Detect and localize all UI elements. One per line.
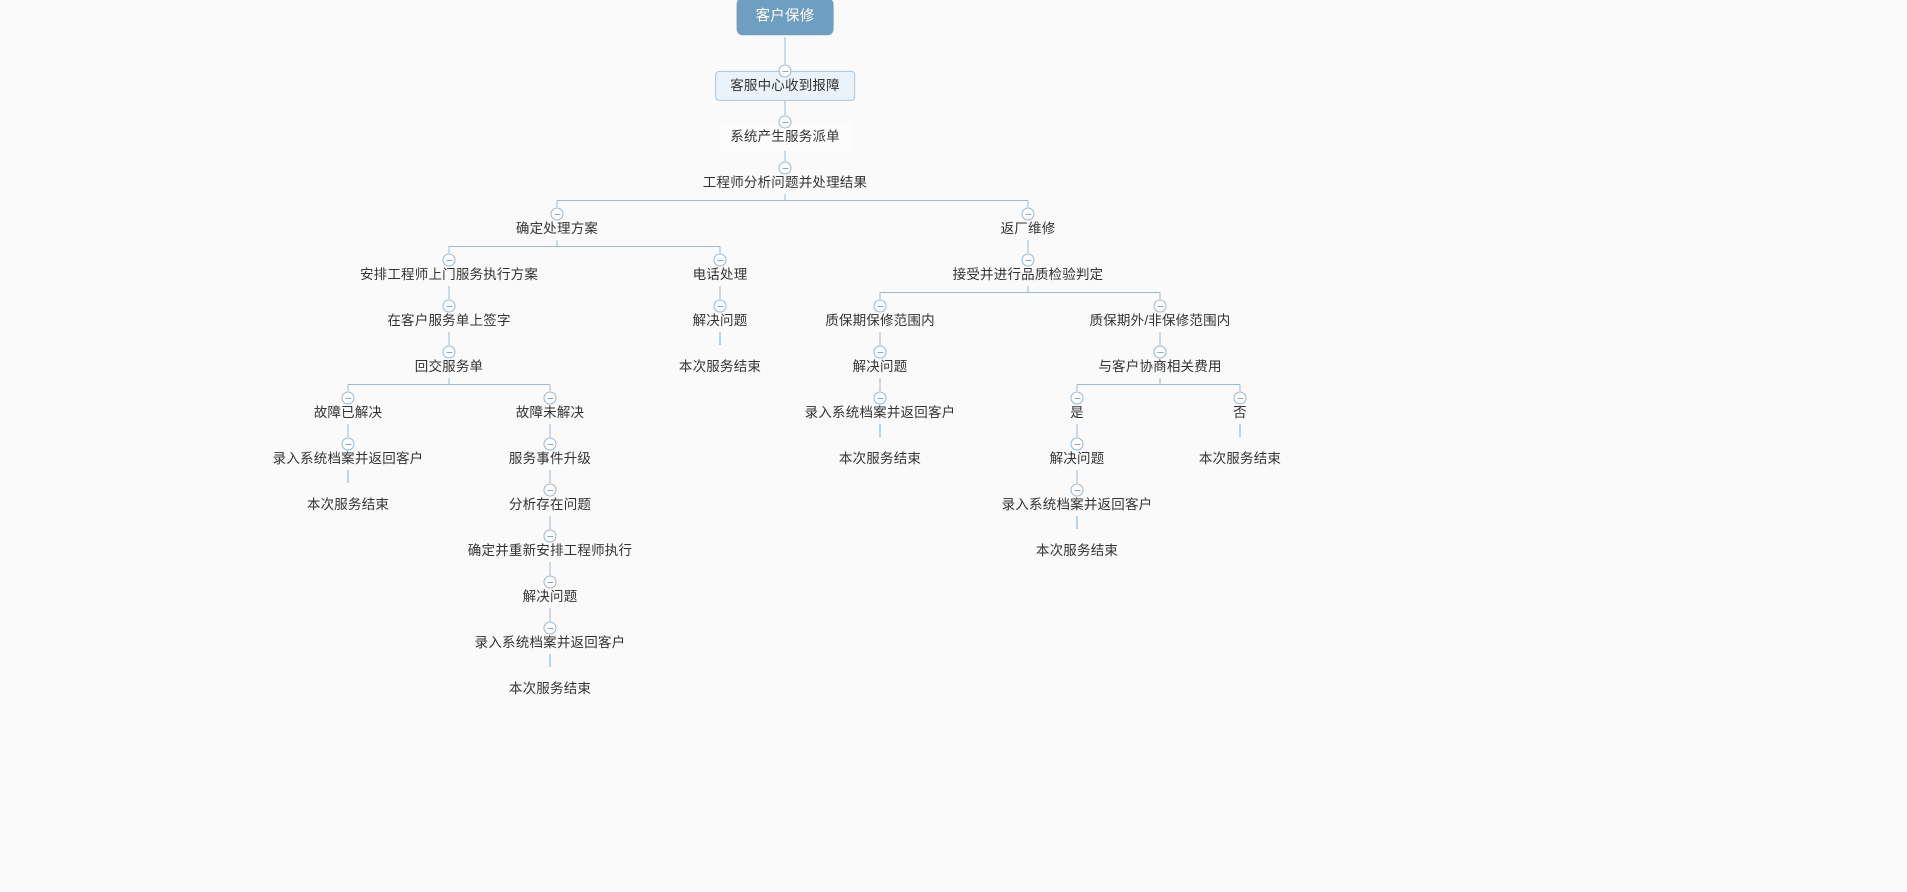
collapse-minus-icon[interactable] (778, 161, 792, 175)
tree-node[interactable]: 回交服务单 (414, 358, 484, 374)
tree-node[interactable]: 本次服务结束 (1035, 542, 1119, 558)
tree-node[interactable]: 分析存在问题 (508, 496, 592, 512)
tree-node[interactable]: 确定并重新安排工程师执行 (467, 542, 633, 558)
tree-node[interactable]: 在客户服务单上签字 (387, 312, 511, 328)
collapse-minus-icon[interactable] (1021, 207, 1035, 221)
tree-node[interactable]: 解决问题 (852, 358, 908, 374)
tree-node[interactable]: 安排工程师上门服务执行方案 (359, 266, 539, 282)
collapse-minus-icon[interactable] (543, 483, 557, 497)
tree-node[interactable]: 故障已解决 (313, 404, 383, 420)
collapse-minus-icon[interactable] (778, 64, 792, 78)
tree-node[interactable]: 本次服务结束 (508, 680, 592, 696)
collapse-minus-icon[interactable] (341, 437, 355, 451)
collapse-minus-icon[interactable] (1021, 253, 1035, 267)
collapse-minus-icon[interactable] (543, 391, 557, 405)
tree-node[interactable]: 质保期外/非保修范围内 (1089, 312, 1231, 328)
collapse-minus-icon[interactable] (778, 115, 792, 129)
collapse-minus-icon[interactable] (1153, 345, 1167, 359)
tree-node[interactable]: 录入系统档案并返回客户 (272, 450, 424, 466)
collapse-minus-icon[interactable] (442, 253, 456, 267)
tree-node[interactable]: 录入系统档案并返回客户 (474, 634, 626, 650)
collapse-minus-icon[interactable] (543, 575, 557, 589)
collapse-minus-icon[interactable] (873, 391, 887, 405)
collapse-minus-icon[interactable] (1233, 391, 1247, 405)
tree-node[interactable]: 接受并进行品质检验判定 (952, 266, 1104, 282)
tree-node[interactable]: 录入系统档案并返回客户 (1001, 496, 1153, 512)
tree-node[interactable]: 是 (1070, 404, 1084, 420)
tree-node[interactable]: 质保期保修范围内 (825, 312, 935, 328)
collapse-minus-icon[interactable] (1070, 437, 1084, 451)
root-node[interactable]: 客户保修 (736, 0, 834, 36)
tree-node[interactable]: 解决问题 (522, 588, 578, 604)
tree-node[interactable]: 解决问题 (692, 312, 748, 328)
collapse-minus-icon[interactable] (543, 529, 557, 543)
collapse-minus-icon[interactable] (442, 345, 456, 359)
collapse-minus-icon[interactable] (1070, 483, 1084, 497)
tree-node[interactable]: 解决问题 (1049, 450, 1105, 466)
tree-node[interactable]: 服务事件升级 (508, 450, 592, 466)
tree-node[interactable]: 否 (1233, 404, 1247, 420)
collapse-minus-icon[interactable] (543, 437, 557, 451)
tree-node[interactable]: 本次服务结束 (838, 450, 922, 466)
collapse-minus-icon[interactable] (1070, 391, 1084, 405)
collapse-minus-icon[interactable] (543, 621, 557, 635)
collapse-minus-icon[interactable] (550, 207, 564, 221)
collapse-minus-icon[interactable] (1153, 299, 1167, 313)
tree-node[interactable]: 录入系统档案并返回客户 (804, 404, 956, 420)
collapse-minus-icon[interactable] (713, 299, 727, 313)
tree-node[interactable]: 与客户协商相关费用 (1098, 358, 1222, 374)
tree-node[interactable]: 故障未解决 (515, 404, 585, 420)
tree-node[interactable]: 电话处理 (692, 266, 748, 282)
collapse-minus-icon[interactable] (442, 299, 456, 313)
tree-node[interactable]: 本次服务结束 (678, 358, 762, 374)
tree-node[interactable]: 工程师分析问题并处理结果 (702, 174, 868, 190)
tree-node[interactable]: 确定处理方案 (515, 220, 599, 236)
collapse-minus-icon[interactable] (713, 253, 727, 267)
collapse-minus-icon[interactable] (873, 299, 887, 313)
collapse-minus-icon[interactable] (873, 345, 887, 359)
tree-node[interactable]: 本次服务结束 (1198, 450, 1282, 466)
tree-node[interactable]: 本次服务结束 (306, 496, 390, 512)
tree-node[interactable]: 返厂维修 (1000, 220, 1056, 236)
collapse-minus-icon[interactable] (341, 391, 355, 405)
tree-node[interactable]: 客服中心收到报障 (715, 70, 855, 102)
